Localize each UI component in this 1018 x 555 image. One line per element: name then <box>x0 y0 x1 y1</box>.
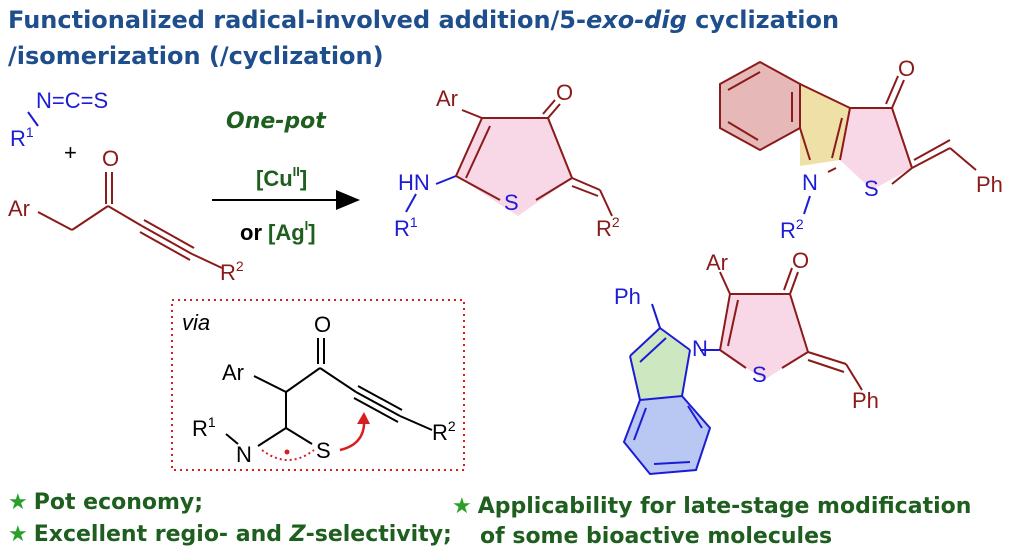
example1-n: N <box>802 170 818 195</box>
condition-cu: [CuII] <box>256 164 307 191</box>
bullet-text-end: -selectivity; <box>305 522 452 547</box>
intermediate-n: N <box>236 442 252 467</box>
example1-r2: R2 <box>780 216 804 243</box>
title-text-c: cyclization <box>686 6 840 34</box>
star-icon: ★ <box>8 490 28 515</box>
example2-ar: Ar <box>706 250 728 275</box>
example2-o: O <box>792 248 809 273</box>
ynone-o: O <box>102 146 119 171</box>
example1-o: O <box>898 56 915 81</box>
star-icon: ★ <box>8 522 28 547</box>
bullet-pot-economy: ★Pot economy; <box>8 490 203 515</box>
example2-s: S <box>752 362 767 387</box>
intermediate-via: via <box>182 310 210 335</box>
example-fused-product: O N S Ph R2 <box>719 56 1003 243</box>
intermediate-r1: R1 <box>192 414 216 441</box>
product-s: S <box>504 190 519 215</box>
condition-ag: or[AgI] <box>240 218 316 245</box>
condition-one-pot: One-pot <box>226 109 327 134</box>
intermediate-o: O <box>314 312 331 337</box>
product-o: O <box>556 80 573 105</box>
title-text-a: Functionalized radical-involved addition… <box>8 6 586 34</box>
bullet-text-italic: Z <box>289 522 306 547</box>
bullet-applicability: ★Applicability for late-stage modificati… <box>452 494 971 519</box>
example2-n: N <box>692 336 708 361</box>
reaction-arrow-group: One-pot [CuII] or[AgI] <box>212 109 360 245</box>
isothiocyanate-r1: R1 <box>10 124 34 151</box>
product-hn: HN <box>398 170 430 195</box>
star-icon: ★ <box>452 494 472 519</box>
intermediate-dotted-frame <box>171 299 465 471</box>
product-r1: R1 <box>394 214 418 241</box>
example2-ph-top: Ph <box>614 284 641 309</box>
intermediate-ar: Ar <box>222 360 244 385</box>
product-structure: Ar O S HN R1 R2 <box>394 80 620 241</box>
bullet-text: Pot economy; <box>33 490 204 515</box>
example2-ph: Ph <box>852 388 879 413</box>
example-indolyl-product: Ph Ar O N S Ph <box>614 248 879 476</box>
ynone-structure: O Ar R2 <box>8 146 244 285</box>
bullet-text: Applicability for late-stage modificatio… <box>477 494 972 519</box>
example1-ph: Ph <box>976 172 1003 197</box>
intermediate-r2: R2 <box>432 418 456 445</box>
ynone-ar: Ar <box>8 196 30 221</box>
title-text-italic: exo-dig <box>585 6 687 34</box>
intermediate-s: S <box>316 438 331 463</box>
bullet-text: Excellent regio- and <box>33 522 290 547</box>
radical-dot <box>284 449 290 455</box>
plus-sign: + <box>64 140 77 165</box>
bullet-bioactive: of some bioactive molecules <box>480 524 833 549</box>
product-r2: R2 <box>596 214 620 241</box>
title-line-2: /isomerization (/cyclization) <box>8 42 384 70</box>
radical-intermediate-box: via O Ar R2 S N R1 <box>171 299 465 471</box>
isothiocyanate-label: N=C=S <box>36 88 108 113</box>
product-ar: Ar <box>436 86 458 111</box>
isothiocyanate-structure: N=C=S R1 + <box>10 88 108 165</box>
title-line-1: Functionalized radical-involved addition… <box>8 6 839 34</box>
radical-delocalization-arc <box>261 449 315 461</box>
bullet-selectivity: ★Excellent regio- and Z-selectivity; <box>8 522 452 547</box>
ynone-r2: R2 <box>220 258 244 285</box>
example1-s: S <box>864 176 879 201</box>
